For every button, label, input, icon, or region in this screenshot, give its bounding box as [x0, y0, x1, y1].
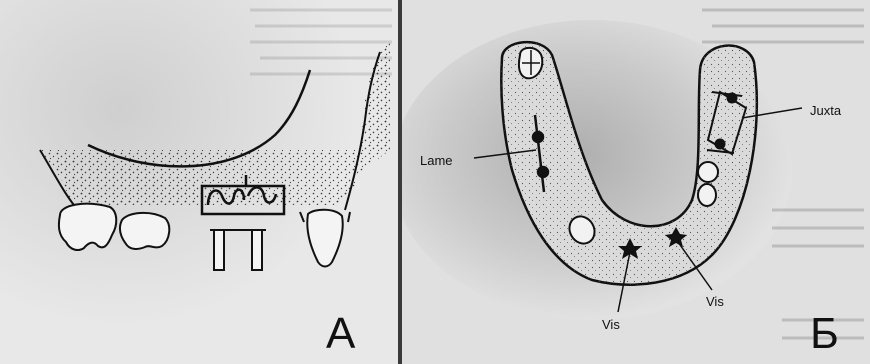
label-lame: Lame: [420, 154, 453, 167]
premolar-occlusal-right-1: [698, 162, 718, 182]
molar-occlusal-left: [519, 48, 542, 78]
panel-b-mandible-implant-drawing: Lame Juxta Vis Vis Б: [402, 0, 870, 364]
label-juxta: Juxta: [810, 104, 841, 117]
label-vis-left: Vis: [602, 318, 620, 331]
label-vis-right: Vis: [706, 295, 724, 308]
molar-tooth-left: [59, 204, 116, 250]
panel-a-maxilla-implant-drawing: A: [0, 0, 398, 364]
premolar-occlusal-right-2: [698, 184, 716, 206]
panel-b-illustration: [402, 0, 870, 364]
panel-b-letter: Б: [810, 312, 839, 356]
panel-a-letter: A: [326, 312, 355, 356]
premolar-tooth-1: [120, 213, 169, 249]
